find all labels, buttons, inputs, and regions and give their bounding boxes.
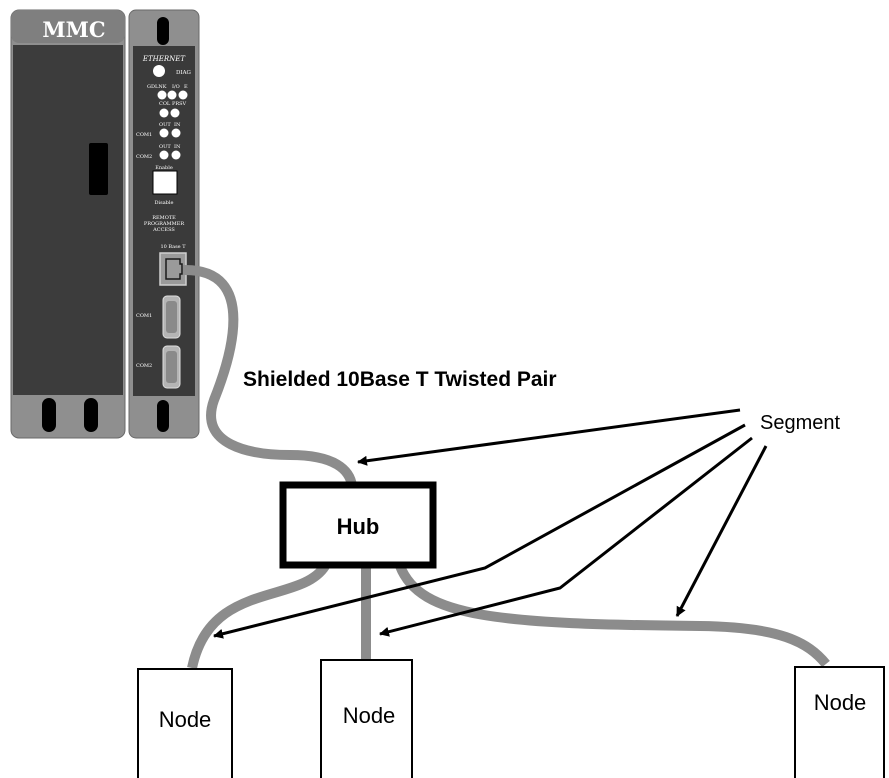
led-prsv-label: PRSV: [172, 101, 187, 107]
cable-label: Shielded 10Base T Twisted Pair: [243, 368, 557, 391]
mmc-front-panel: [13, 45, 123, 395]
mmc-header-strip: [11, 10, 125, 43]
serial-port-1-pins: [166, 301, 177, 333]
module-title: ETHERNET: [142, 55, 186, 63]
led-col-label: COL: [159, 101, 171, 107]
segment-arrow-node-3: [675, 445, 768, 617]
access-switch[interactable]: [152, 170, 178, 195]
hub-box: [279, 481, 437, 569]
led-com1-in: [171, 128, 181, 138]
com1-in-label: IN: [174, 122, 181, 128]
module-top-latch: [157, 17, 169, 45]
hub-label: Hub: [337, 514, 380, 539]
led-e-label: E: [184, 84, 188, 90]
remote-access-line-2: PROGRAMMER: [144, 221, 184, 227]
remote-access-line-3: ACCESS: [152, 227, 175, 233]
node-1-box: [137, 668, 233, 778]
led-e: [178, 90, 188, 100]
cables: [182, 264, 830, 670]
mmc-foot-right: [84, 398, 98, 432]
segment-arrows: [213, 408, 768, 639]
module-bottom-latch: [157, 400, 169, 432]
switch-disable-label: Disable: [155, 200, 174, 206]
led-com2-in: [171, 150, 181, 160]
node-3-box: [794, 666, 885, 778]
com2-out-label: OUT: [159, 144, 171, 150]
led-diag: [153, 65, 165, 77]
segment-label: Segment: [760, 412, 840, 434]
led-com2-out: [159, 150, 169, 160]
led-io: [167, 90, 177, 100]
mmc-brand-label: MMC: [42, 17, 105, 42]
mmc-foot-left: [42, 398, 56, 432]
node-3-label: Node: [814, 690, 867, 715]
serial-port-2-label: COM2: [136, 363, 152, 369]
led-prsv: [170, 108, 180, 118]
com1-led-label: COM1: [136, 132, 152, 138]
com1-out-label: OUT: [159, 122, 171, 128]
led-gdlnk-label: GDLNK: [147, 84, 167, 90]
led-io-label: I/O: [172, 84, 180, 90]
mmc-slot: [89, 143, 108, 195]
ethernet-module: ETHERNET DIAG GDLNK I/O E COL PRSV OUT I…: [128, 9, 200, 439]
serial-port-1-label: COM1: [136, 313, 152, 319]
rj45-port-label: 10 Base T: [160, 244, 186, 250]
cable-hub-to-node-3: [395, 564, 830, 668]
com2-led-label: COM2: [136, 154, 152, 160]
rj45-jack-icon: [165, 258, 183, 280]
node-2-label: Node: [343, 703, 396, 728]
cable-hub-to-node-1: [187, 562, 330, 670]
node-1-label: Node: [159, 707, 212, 732]
led-diag-label: DIAG: [176, 70, 191, 76]
switch-enable-label: Enable: [155, 165, 173, 171]
module-face: [133, 46, 195, 396]
remote-access-line-1: REMOTE: [152, 215, 176, 221]
led-gdlnk: [157, 90, 167, 100]
segment-arrow-node-2: [379, 436, 753, 637]
com2-in-label: IN: [174, 144, 181, 150]
cable-mmc-to-hub: [182, 264, 357, 487]
segment-arrow-hub: [357, 408, 741, 466]
serial-port-2-pins: [166, 351, 177, 383]
led-col: [159, 108, 169, 118]
segment-arrow-node-1: [213, 423, 746, 639]
mmc-unit: MMC: [10, 9, 126, 439]
node-2-box: [320, 659, 413, 778]
led-com1-out: [159, 128, 169, 138]
